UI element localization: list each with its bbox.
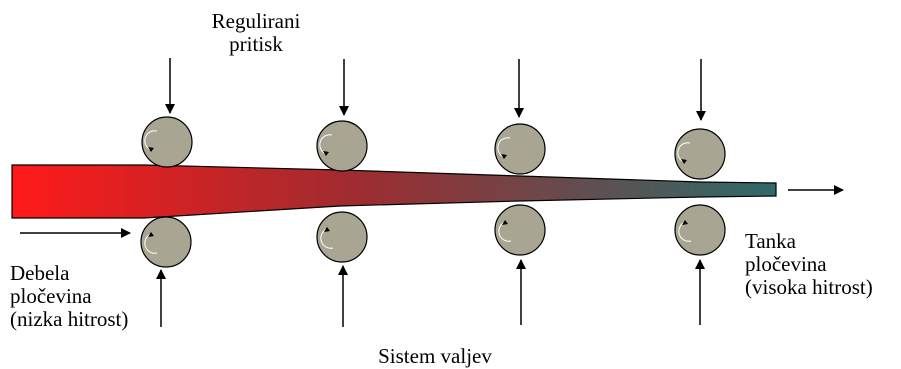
bottom-roller-1 bbox=[140, 216, 192, 268]
rotation-icon bbox=[497, 137, 511, 158]
roller-stand-3 bbox=[494, 59, 546, 325]
rotation-icon bbox=[320, 228, 334, 249]
rotation-icon bbox=[677, 142, 691, 163]
thin-sheet-line-1: Tanka bbox=[745, 229, 797, 253]
roller-stand-2 bbox=[316, 59, 368, 327]
top-roller-4 bbox=[674, 128, 726, 180]
pressure-label: Regulirani pritisk bbox=[196, 10, 316, 56]
thick-sheet-line-1: Debela bbox=[10, 261, 70, 285]
bottom-roller-2 bbox=[316, 211, 368, 263]
thin-sheet-line-2: pločevina bbox=[745, 252, 827, 276]
top-roller-3 bbox=[494, 123, 546, 175]
roller-stand-4 bbox=[674, 59, 726, 325]
roller-system-text: Sistem valjev bbox=[378, 344, 492, 368]
rotation-icon bbox=[678, 221, 692, 242]
bottom-roller-4 bbox=[674, 204, 726, 256]
rotation-icon bbox=[319, 134, 333, 155]
pressure-label-line-2: pritisk bbox=[229, 32, 283, 56]
top-roller-2 bbox=[316, 120, 368, 172]
rotation-icon bbox=[144, 130, 158, 151]
thin-sheet-label: Tanka pločevina (visoka hitrost) bbox=[745, 230, 895, 299]
thick-sheet-line-2: pločevina bbox=[10, 284, 92, 308]
roller-system-label: Sistem valjev bbox=[350, 345, 520, 368]
thin-sheet-line-3: (visoka hitrost) bbox=[745, 275, 873, 299]
rotation-icon bbox=[144, 233, 158, 254]
pressure-label-line-1: Regulirani bbox=[211, 9, 301, 33]
top-roller-1 bbox=[141, 116, 193, 168]
metal-sheet bbox=[11, 164, 777, 219]
rotation-icon bbox=[498, 221, 512, 242]
thick-sheet-label: Debela pločevina (nizka hitrost) bbox=[10, 262, 180, 331]
thick-sheet-line-3: (nizka hitrost) bbox=[10, 307, 129, 331]
roller-stand-1 bbox=[140, 58, 193, 327]
bottom-roller-3 bbox=[494, 204, 546, 256]
